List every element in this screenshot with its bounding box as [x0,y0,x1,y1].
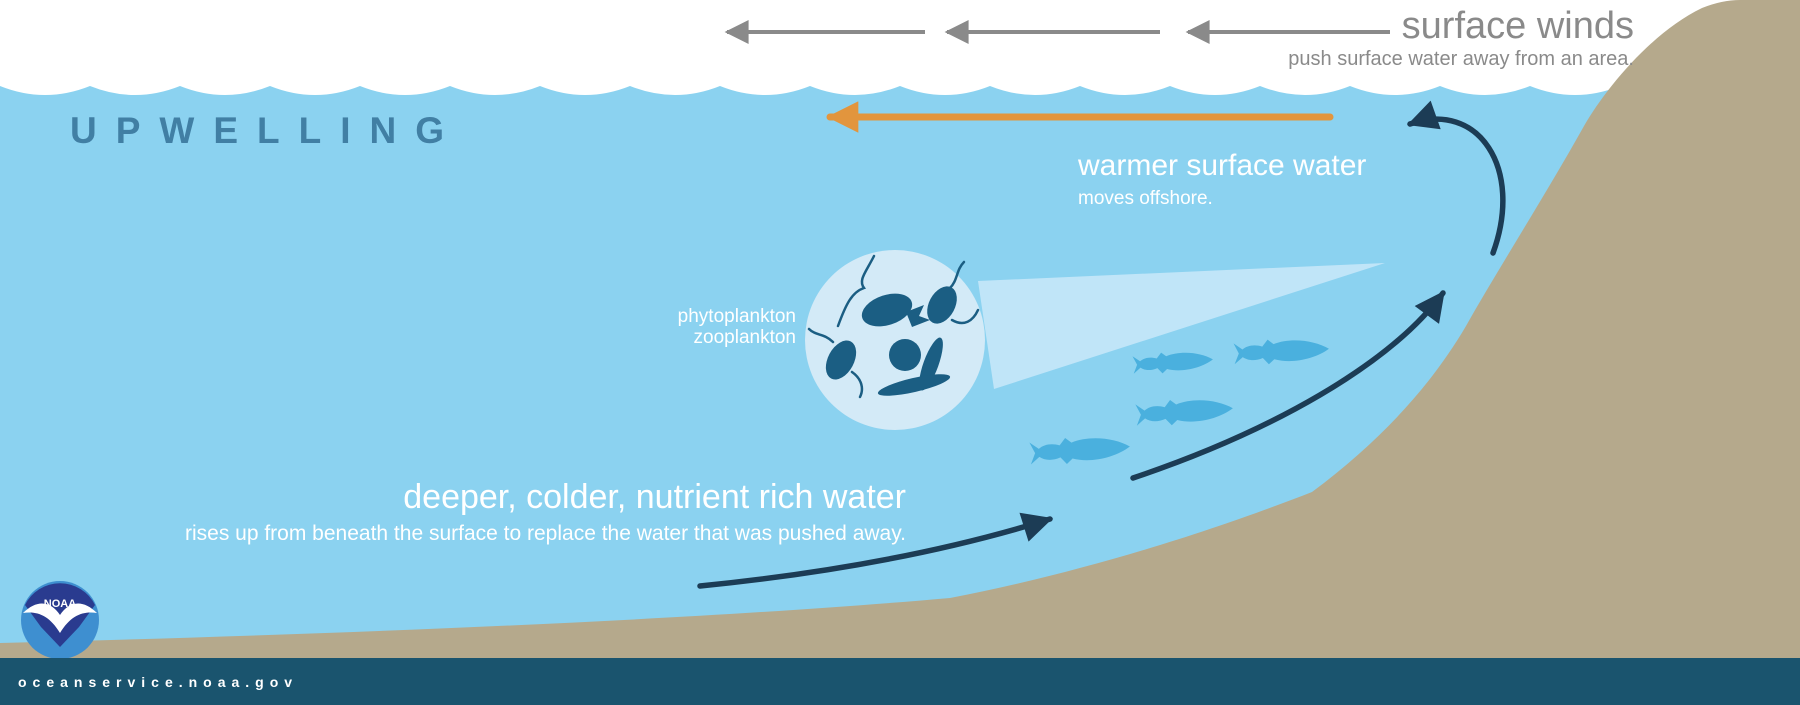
surface-winds-label: surface winds push surface water away fr… [1288,6,1634,70]
zooplankton-label: zooplankton [693,327,796,348]
zooplankton-oval2-icon [825,340,857,380]
plankton-blob-icon [889,339,921,371]
deep-water-subtitle: rises up from beneath the surface to rep… [184,522,906,545]
footer-bar: oceanservice.noaa.gov [0,658,1800,705]
upwelling-arrow-slope [1130,290,1446,481]
diatom-blade2-icon [877,374,951,396]
upwelling-arrow-lower [697,512,1053,589]
deep-water-label: deeper, colder, nutrient rich water rise… [185,478,906,545]
zooplankton-flagella2-icon [807,327,864,399]
plankton-label: phytoplankton zooplankton [678,306,796,348]
phytoplankton-label: phytoplankton [677,306,796,327]
zooplankton-flagella-icon [948,260,980,325]
seagull-icon [23,603,97,633]
footer-url: oceanservice.noaa.gov [18,673,299,690]
surface-winds-title: surface winds [1401,5,1634,47]
warm-water-subtitle: moves offshore. [1078,188,1213,209]
plankton-circle [805,250,985,430]
warm-water-title: warmer surface water [1078,149,1367,182]
plankton-tail-icon [906,305,930,327]
warm-water-label: warmer surface water moves offshore. [1078,149,1367,210]
deep-water-title: deeper, colder, nutrient rich water [403,478,906,516]
noaa-logo: NOAA [21,581,99,659]
light-beam [978,263,1385,389]
noaa-logo-text: NOAA [44,598,76,610]
surface-return-arrow [1407,100,1506,256]
page-title: UPWELLING [70,110,463,151]
plankton-shapes [807,254,980,399]
flagellate-strand-icon [836,254,876,328]
zooplankton-oval-icon [927,286,957,324]
surface-winds-subtitle: push surface water away from an area. [1288,48,1634,70]
phytoplankton-body-icon [861,293,913,327]
